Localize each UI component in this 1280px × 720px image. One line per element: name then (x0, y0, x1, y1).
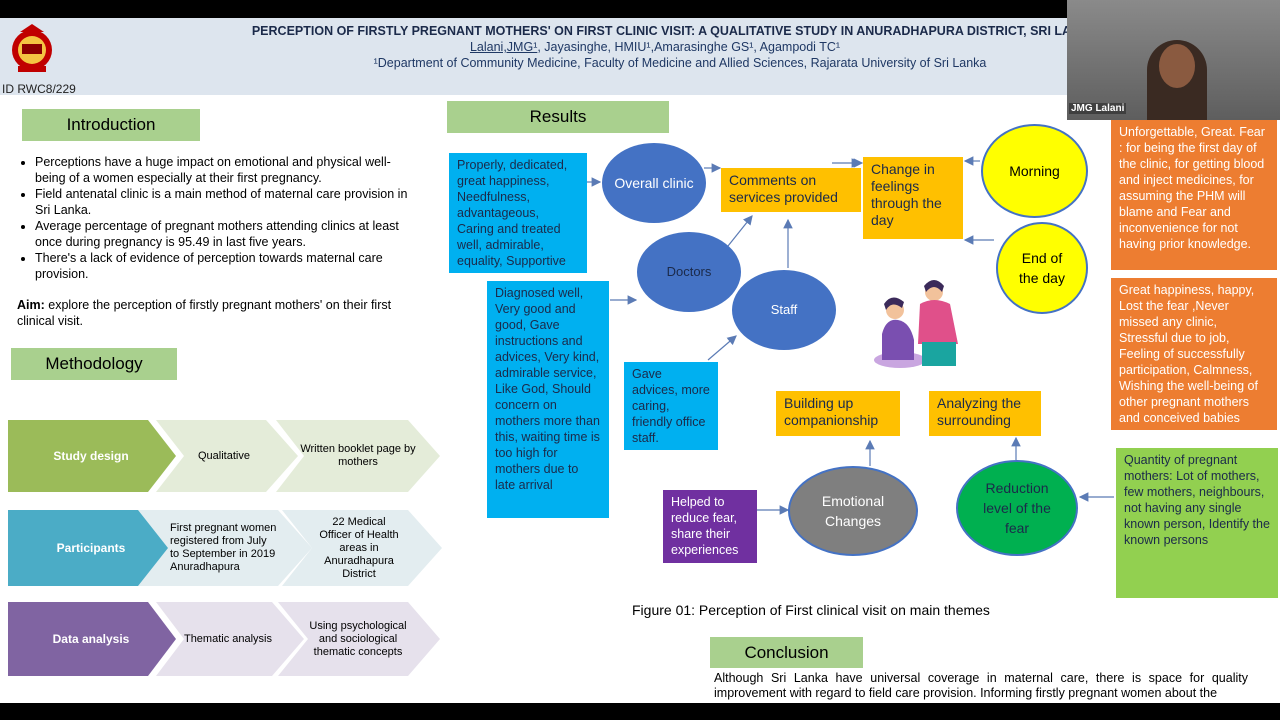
helped-reduce-fear-text: Helped to reduce fear, share their exper… (663, 490, 757, 563)
quantity-mothers-text: Quantity of pregnant mothers: Lot of mot… (1116, 448, 1278, 598)
doctors-text: Diagnosed well, Very good and good, Gave… (487, 281, 609, 518)
video-thumbnail[interactable]: JMG Lalani (1067, 0, 1280, 120)
video-participant-name: JMG Lalani (1069, 103, 1127, 114)
change-in-feelings-node: Change in feelings through the day (863, 157, 963, 239)
intro-bullet: There's a lack of evidence of perception… (35, 250, 417, 282)
emotional-changes-node: Emotional Changes (788, 466, 918, 556)
data-analysis-value: Thematic analysis (183, 632, 273, 645)
overall-clinic-text: Properly, dedicated, great happiness, Ne… (449, 153, 587, 273)
participants-detail: 22 Medical Officer of Health areas in An… (319, 515, 399, 580)
study-design-detail: Written booklet page by mothers (300, 443, 416, 468)
aim-text: Aim: explore the perception of firstly p… (17, 297, 417, 329)
intro-bullet: Perceptions have a huge impact on emotio… (35, 154, 417, 186)
methodology-chevrons (8, 420, 442, 676)
data-analysis-detail: Using psychological and sociological the… (309, 619, 407, 658)
participants-label: Participants (56, 540, 126, 555)
morning-text: Unforgettable, Great. Fear : for being t… (1111, 120, 1277, 270)
poster-authors: Lalani,JMG¹, Jayasinghe, HMIU¹,Amarasing… (0, 40, 1280, 54)
poster-affiliation: ¹Department of Community Medicine, Facul… (373, 56, 987, 70)
introduction-heading: Introduction (22, 109, 200, 141)
comments-node: Comments on services provided (721, 168, 861, 212)
poster-title: PERCEPTION OF FIRSTLY PREGNANT MOTHERS' … (251, 24, 1099, 38)
participants-value: First pregnant women registered from Jul… (170, 522, 277, 573)
conclusion-text: Although Sri Lanka have universal covera… (714, 671, 1248, 700)
figure-caption: Figure 01: Perception of First clinical … (632, 602, 990, 618)
poster-header (0, 18, 1068, 95)
data-analysis-label: Data analysis (52, 631, 130, 646)
results-heading: Results (447, 101, 669, 133)
poster-id: ID RWC8/229 (2, 82, 76, 96)
intro-bullet: Field antenatal clinic is a main method … (35, 186, 417, 218)
mother-nurse-illustration (874, 280, 958, 368)
other-authors: , Jayasinghe, HMIU¹,Amarasinghe GS¹, Aga… (537, 40, 841, 54)
methodology-heading: Methodology (11, 348, 177, 380)
first-author: Lalani,JMG¹ (469, 40, 538, 54)
aim-body: explore the perception of firstly pregna… (17, 298, 392, 328)
end-of-day-node: End of the day (996, 222, 1088, 314)
introduction-bullets: Perceptions have a huge impact on emotio… (17, 154, 417, 282)
study-design-label: Study design (53, 448, 129, 463)
staff-node: Staff (732, 270, 836, 350)
bottom-black-bar (0, 703, 1280, 720)
reduction-fear-node: Reduction level of the fear (956, 460, 1078, 556)
overall-clinic-node: Overall clinic (602, 143, 706, 223)
staff-text: Gave advices, more caring, friendly offi… (624, 362, 718, 450)
university-logo (12, 24, 52, 72)
morning-node: Morning (981, 124, 1088, 218)
building-companionship-node: Building up companionship (776, 391, 900, 436)
analyzing-surrounding-node: Analyzing the surrounding (929, 391, 1041, 436)
conclusion-heading: Conclusion (710, 637, 863, 668)
doctors-node: Doctors (637, 232, 741, 312)
aim-label: Aim: (17, 298, 45, 312)
intro-bullet: Average percentage of pregnant mothers a… (35, 218, 417, 250)
participant-face (1159, 44, 1195, 88)
end-of-day-text: Great happiness, happy, Lost the fear ,N… (1111, 278, 1277, 430)
study-design-value: Qualitative (198, 449, 250, 462)
top-black-bar (0, 0, 1280, 18)
